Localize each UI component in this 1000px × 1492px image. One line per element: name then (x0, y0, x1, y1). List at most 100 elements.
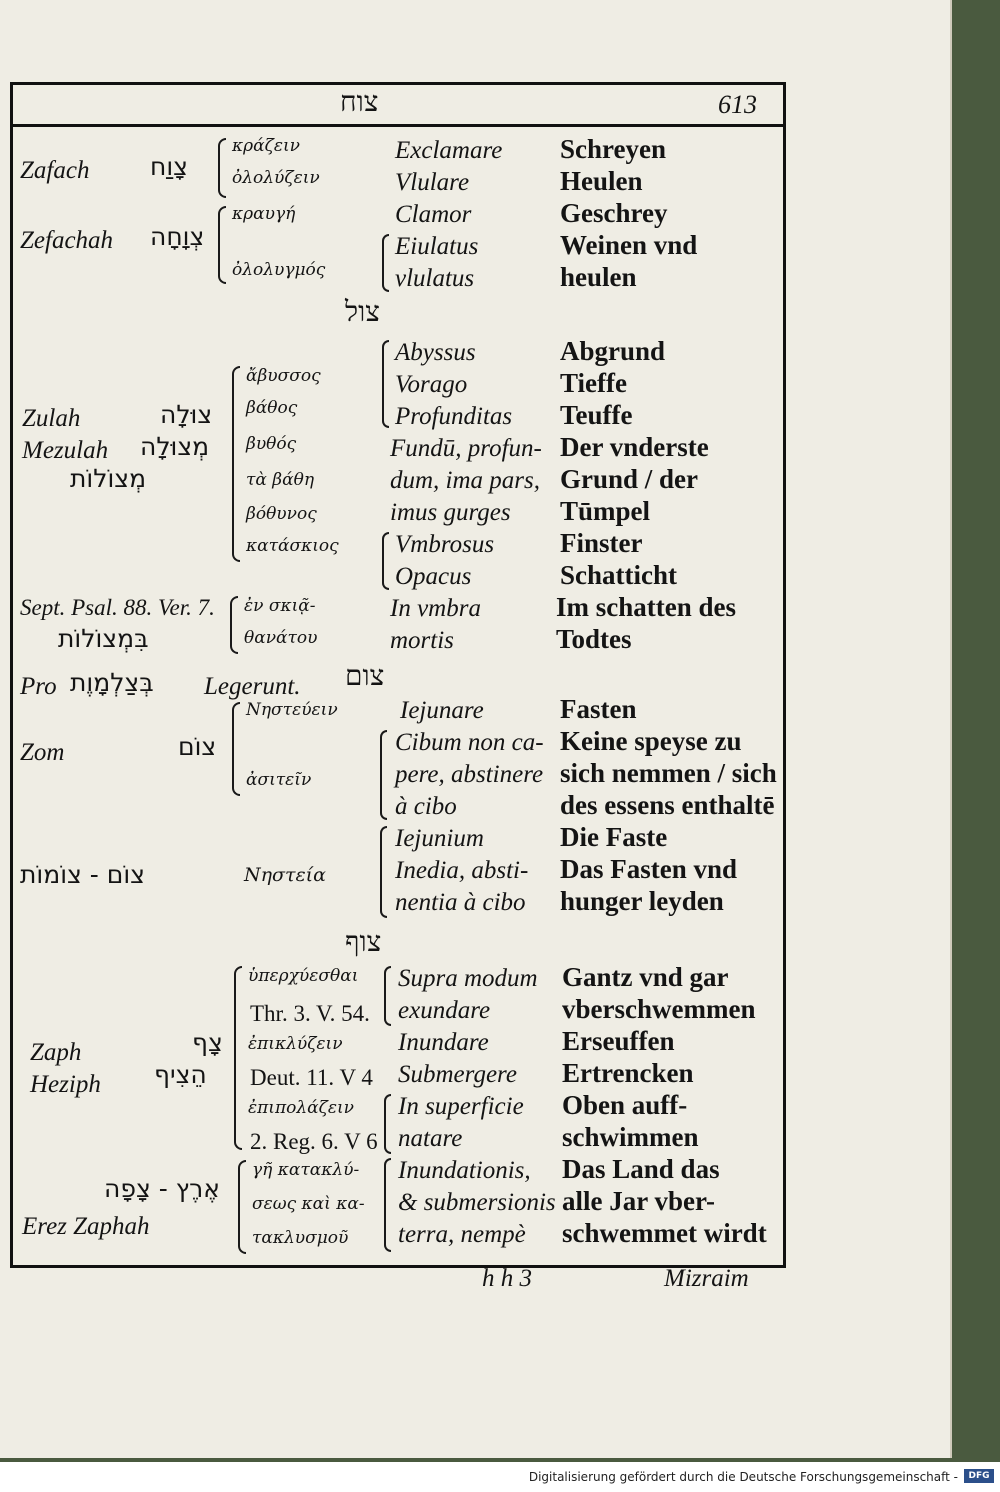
latin-vlulatus: vlulatus (395, 265, 475, 292)
greek-bythos: βυθός (246, 434, 297, 454)
german-weinen-vnd: Weinen vnd (560, 230, 698, 260)
latin-legerunt: Legerunt. (204, 673, 301, 700)
latin-imus-gurges: imus gurges (390, 499, 511, 526)
german-des-essens: des essens enthaltē (560, 790, 775, 820)
catchword: Mizraim (664, 1265, 749, 1292)
latin-profunditas: Profunditas (395, 403, 513, 430)
latin-vmbrosus: Vmbrosus (395, 531, 495, 558)
translit-erez-zaphah: Erez Zaphah (22, 1213, 150, 1240)
latin-vorago: Vorago (395, 371, 468, 398)
latin-supra-modum: Supra modum (398, 965, 538, 992)
german-todtes: Todtes (556, 624, 632, 654)
hebrew-mezulot: מְצוֹלוֹת (70, 464, 147, 493)
translit-heziph: Heziph (30, 1071, 101, 1098)
brace (384, 966, 391, 1026)
greek-krauge: κραυγή (232, 204, 296, 224)
greek-hyperchyesthai: ὑπερχύεσθαι (248, 966, 359, 986)
page-number: 613 (718, 90, 757, 119)
brace (234, 966, 242, 1150)
german-fasten: Fasten (560, 694, 637, 724)
german-alle-jar: alle Jar vber- (562, 1186, 715, 1216)
latin-dum-ima-pars: dum, ima pars, (390, 467, 541, 494)
greek-epipolazein: ἐπιπολάζειν (248, 1098, 354, 1118)
greek-kataskios: κατάσκιος (246, 536, 339, 556)
latin-a-cibo: à cibo (395, 793, 457, 820)
latin-in-superficie: In superficie (398, 1093, 524, 1120)
german-schwimmen: schwimmen (562, 1122, 699, 1152)
translit-zom: Zom (20, 739, 65, 766)
latin-submergere: Submergere (398, 1061, 517, 1088)
brace (232, 702, 240, 796)
latin-pere-abstinere: pere, abstinere (395, 761, 544, 788)
greek-en-skia: ἐν σκιᾷ- (244, 596, 316, 616)
greek-ta-bathe: τὰ βάθη (246, 470, 315, 490)
latin-inundationis: Inundationis, (398, 1157, 531, 1184)
latin-nentia: nentia à cibo (395, 889, 526, 916)
latin-vlulare: Vlulare (395, 169, 470, 196)
german-heulen-2: heulen (560, 262, 637, 292)
greek-thanatou: θανάτου (244, 628, 318, 648)
ref-reg: 2. Reg. 6. V 6 (250, 1129, 378, 1154)
brace (230, 596, 238, 654)
hebrew-bimzulot: בִּמְצוֹלוֹת (58, 624, 149, 653)
page-frame (10, 82, 786, 1268)
brace (380, 730, 387, 820)
german-heulen: Heulen (560, 166, 643, 196)
latin-iejunare: Iejunare (400, 697, 484, 724)
latin-iejunium: Iejunium (395, 825, 484, 852)
latin-eiulatus: Eiulatus (395, 233, 479, 260)
brace (384, 1094, 391, 1154)
german-gantz-vnd-gar: Gantz vnd gar (562, 962, 729, 992)
german-sich-nemmen: sich nemmen / sich (560, 758, 777, 788)
credit-bar: Digitalisierung gefördert durch die Deut… (0, 1462, 1000, 1492)
brace (382, 234, 389, 292)
latin-submersionis: & submersionis (398, 1189, 556, 1216)
greek-abyssos: ἄβυσσος (246, 366, 321, 386)
greek-ge-kataklyseos: γῆ κατακλύ- (252, 1160, 360, 1180)
latin-exundare: exundare (398, 997, 491, 1024)
brace (232, 366, 240, 562)
hebrew-zefachah: צְוָחָה (150, 222, 205, 251)
section-title: צוח (340, 85, 379, 118)
latin-exclamare: Exclamare (395, 137, 503, 164)
latin-natare: natare (398, 1125, 463, 1152)
hebrew-zafach: צָוַח (150, 152, 188, 181)
german-grund-der: Grund / der (560, 464, 699, 494)
brace (384, 1158, 391, 1252)
german-der-vnderste: Der vnderste (560, 432, 709, 462)
german-schwemmet: schwemmet wirdt (562, 1218, 767, 1248)
dfg-logo: DFG (964, 1469, 994, 1483)
latin-fundum: Fundū, profun- (390, 435, 542, 462)
translit-zafach: Zafach (20, 157, 90, 184)
greek-asitein: ἀσιτεῖν (246, 770, 312, 790)
section-title-zul: צול (345, 295, 380, 328)
german-geschrey: Geschrey (560, 198, 668, 228)
latin-clamor: Clamor (395, 201, 472, 228)
greek-ololyzein: ὀλολύζειν (232, 168, 320, 188)
book-page: צוח 613 Zafach צָוַח κράζειν ὀλολύζειν E… (0, 0, 952, 1458)
german-finster: Finster (560, 528, 643, 558)
german-erseuffen: Erseuffen (562, 1026, 675, 1056)
latin-in-vmbra: In vmbra (390, 595, 481, 622)
greek-seos-kai-ka: σεως καὶ κα- (252, 1194, 365, 1214)
greek-bathos: βάθος (246, 398, 298, 418)
german-hunger-leyden: hunger leyden (560, 886, 724, 916)
sept-reference: Sept. Psal. 88. Ver. 7. (20, 595, 215, 620)
latin-opacus: Opacus (395, 563, 472, 590)
translit-mezulah: Mezulah (22, 437, 109, 464)
german-schatticht: Schatticht (560, 560, 677, 590)
german-tumpel: Tūmpel (560, 496, 651, 526)
hebrew-zom-zomot: צוֹם - צוֹמוֹת (20, 860, 146, 889)
brace (238, 1160, 246, 1254)
hebrew-zulah: צוּלָה (160, 400, 213, 429)
section-title-zuph: צוף (345, 925, 382, 958)
hebrew-zom: צוֹם (178, 732, 217, 761)
latin-inedia: Inedia, absti- (395, 857, 529, 884)
german-tieffe: Tieffe (560, 368, 627, 398)
greek-epiklyzein: ἐπικλύζειν (248, 1034, 343, 1054)
latin-cibum-non: Cibum non ca- (395, 729, 544, 756)
translit-zefachah: Zefachah (20, 227, 114, 254)
brace (382, 340, 389, 428)
latin-mortis: mortis (390, 627, 454, 654)
german-teuffe: Teuffe (560, 400, 633, 430)
